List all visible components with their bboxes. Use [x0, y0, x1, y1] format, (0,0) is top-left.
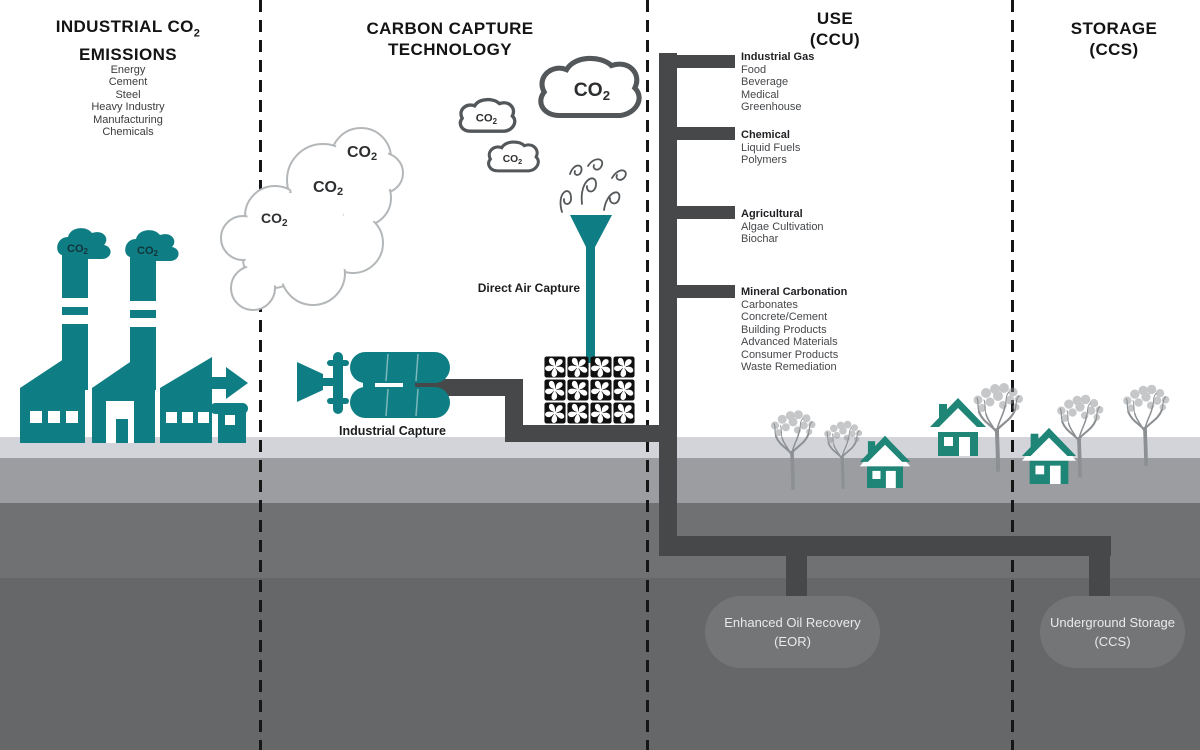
- industrial-capture-unit: [297, 352, 450, 418]
- divider-capture-use: [646, 0, 649, 750]
- use-group-heading: Chemical: [741, 129, 790, 141]
- list-item: Greenhouse: [741, 101, 802, 114]
- co2-label: CO2: [347, 144, 377, 163]
- eor-label-line1: Enhanced Oil Recovery: [724, 615, 861, 630]
- emissions-title-sub: 2: [193, 27, 201, 40]
- use-section-title: USE (CCU): [745, 8, 925, 50]
- list-item: Food: [741, 64, 767, 76]
- capture-title-line2: TECHNOLOGY: [388, 40, 512, 59]
- direct-air-capture-funnel: [570, 215, 612, 363]
- list-item: Consumer Products: [741, 348, 839, 361]
- use-group-chemical: Chemical Liquid Fuels Polymers: [741, 129, 961, 167]
- co2-cloud-large: CO2: [533, 52, 645, 124]
- industrial-capture-label: Industrial Capture: [339, 424, 446, 438]
- capture-title-line1: CARBON CAPTURE: [366, 19, 534, 38]
- list-item: Waste Remediation: [741, 361, 837, 374]
- list-item: Steel: [115, 88, 141, 101]
- list-item: Polymers: [741, 154, 787, 167]
- list-item: Liquid Fuels: [741, 142, 801, 154]
- direct-air-capture-fans: [544, 356, 635, 424]
- list-item: Manufacturing: [93, 113, 163, 126]
- house-icon: [930, 398, 986, 456]
- list-item: Cement: [108, 76, 148, 89]
- list-item: Medical: [741, 88, 779, 101]
- co2-cloud-small: CO2: [456, 95, 518, 137]
- use-group-heading: Mineral Carbonation: [741, 286, 848, 298]
- co2-label: CO2: [476, 113, 498, 126]
- co2-cloud-small: CO2: [484, 139, 542, 175]
- list-item: Advanced Materials: [741, 336, 838, 349]
- factory-door: [116, 419, 128, 443]
- co2-label: CO2: [137, 245, 159, 258]
- underground-storage-bubble: Underground Storage (CCS): [1040, 596, 1185, 668]
- storage-title-line2: (CCS): [1089, 40, 1139, 59]
- house-icon: [859, 435, 911, 488]
- list-item: Beverage: [741, 76, 789, 89]
- pipe-main-trunk: [659, 53, 677, 556]
- factory-building: [20, 345, 85, 443]
- emissions-arrow-bar: [210, 403, 248, 414]
- list-item: Carbonates: [741, 299, 798, 311]
- ground-layer-bedrock: [0, 578, 1200, 750]
- divider-use-storage: [1011, 0, 1014, 750]
- house-icon: [1021, 427, 1077, 484]
- list-item: Concrete/Cement: [741, 311, 828, 324]
- eor-bubble: Enhanced Oil Recovery (EOR): [705, 596, 880, 668]
- factory-illustration: CO2 CO2: [20, 228, 248, 443]
- pipe-under-fans: [505, 425, 677, 442]
- capture-section-title: CARBON CAPTURE TECHNOLOGY: [335, 18, 565, 60]
- factory-building: [160, 357, 212, 443]
- air-swirls-icon: [559, 158, 627, 213]
- use-group-heading: Agricultural: [741, 208, 803, 220]
- tree-icon: [1121, 382, 1172, 466]
- list-item: Algae Cultivation: [741, 221, 824, 233]
- pipe-drop-eor: [786, 550, 807, 604]
- list-item: Chemicals: [102, 126, 154, 139]
- emissions-title-line2: EMISSIONS: [78, 45, 178, 65]
- emissions-source-list: Energy Cement Steel Heavy Industry Manuf…: [28, 64, 228, 138]
- use-group-mineral-carbonation: Mineral Carbonation Carbonates Concrete/…: [741, 286, 961, 373]
- co2-label: CO2: [313, 179, 343, 198]
- emissions-title-line1: INDUSTRIAL CO: [55, 17, 194, 36]
- pipe-branch-agricultural: [659, 206, 735, 219]
- ccs-label-line1: Underground Storage: [1049, 615, 1176, 630]
- pipe-branch-industrial-gas: [659, 55, 735, 68]
- tree-icon: [769, 408, 818, 490]
- list-item: Biochar: [741, 233, 779, 246]
- co2-label: CO2: [503, 154, 522, 166]
- use-group-industrial-gas: Industrial Gas Food Beverage Medical Gre…: [741, 51, 961, 114]
- list-item: Heavy Industry: [91, 101, 165, 114]
- pipe-underground-main: [659, 536, 1111, 556]
- use-group-heading: Industrial Gas: [741, 51, 815, 63]
- list-item: Energy: [110, 64, 146, 76]
- direct-air-capture-label: Direct Air Capture: [477, 281, 580, 295]
- emissions-arrow-icon: [206, 367, 248, 399]
- pipe-branch-mineral: [659, 285, 735, 298]
- list-item: Building Products: [741, 323, 827, 336]
- co2-label: CO2: [574, 79, 610, 103]
- use-title-line2: (CCU): [809, 30, 861, 49]
- pipe-branch-chemical: [659, 127, 735, 140]
- emission-cloud-cluster: CO2 CO2 CO2: [220, 127, 404, 311]
- co2-label: CO2: [261, 210, 288, 229]
- divider-emissions-capture: [259, 0, 262, 750]
- use-title-line1: USE: [816, 9, 854, 28]
- pipe-drop-ccs: [1089, 550, 1110, 604]
- storage-title-line1: STORAGE: [1070, 19, 1158, 38]
- ccs-label-line2: (CCS): [1094, 634, 1131, 649]
- co2-label: CO2: [67, 243, 89, 256]
- ground-layer-topsoil: [0, 458, 1200, 503]
- eor-label-line2: (EOR): [774, 634, 811, 649]
- storage-section-title: STORAGE (CCS): [1029, 18, 1199, 60]
- emissions-section-title: INDUSTRIAL CO2 EMISSIONS: [18, 16, 238, 65]
- use-group-agricultural: Agricultural Algae Cultivation Biochar: [741, 208, 961, 246]
